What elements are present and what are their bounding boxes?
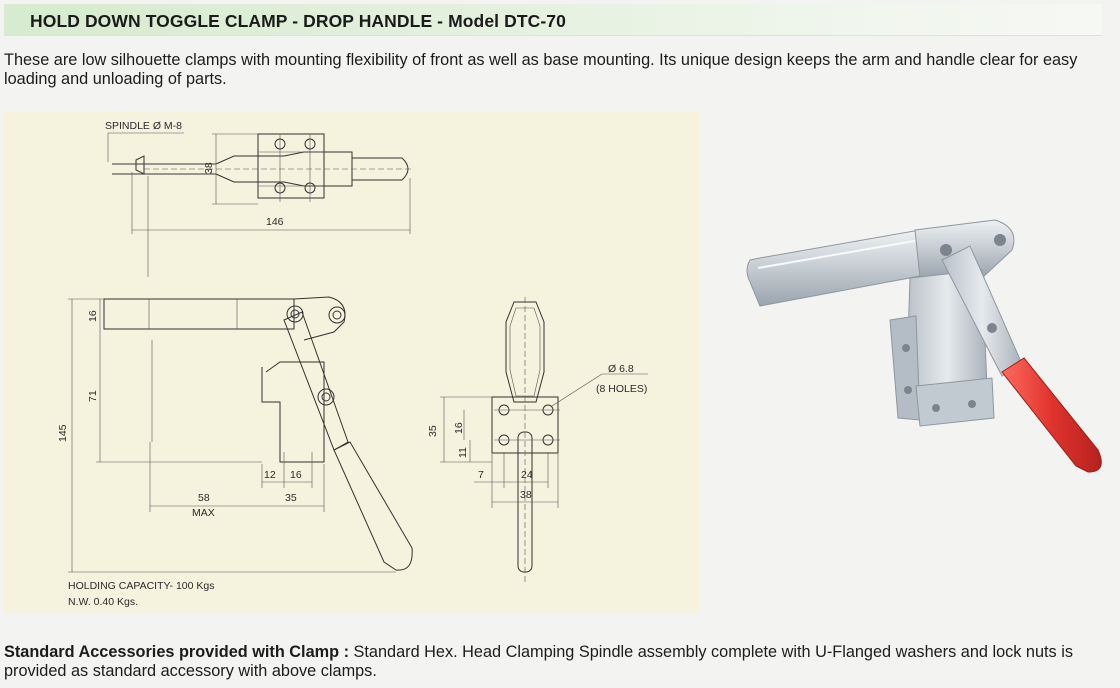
- drawing-svg: SPINDLE Ø M-8: [57, 120, 648, 608]
- pivot-bolt: [940, 244, 952, 256]
- red-handle-grip: [1001, 357, 1102, 473]
- clamp-photo-svg: [746, 219, 1102, 473]
- holding-capacity: HOLDING CAPACITY- 100 Kgs: [68, 580, 214, 592]
- dim-35-base: 35: [285, 492, 297, 504]
- accessories-label: Standard Accessories provided with Clamp…: [4, 643, 350, 661]
- dim-71: 71: [87, 390, 99, 402]
- dim-38-end: 38: [520, 489, 532, 501]
- dim-16-base: 16: [290, 469, 302, 481]
- dim-146: 146: [266, 216, 284, 228]
- page-title: HOLD DOWN TOGGLE CLAMP - DROP HANDLE - M…: [30, 11, 566, 31]
- dim-16-side: 16: [87, 310, 99, 322]
- dim-7: 7: [478, 469, 484, 481]
- dim-35-end: 35: [427, 425, 439, 437]
- intro-paragraph: These are low silhouette clamps with mou…: [4, 51, 1078, 88]
- technical-drawing: SPINDLE Ø M-8: [4, 112, 699, 614]
- product-photo: [720, 120, 1120, 620]
- holes-count: (8 HOLES): [596, 383, 647, 395]
- dim-24: 24: [521, 469, 533, 481]
- end-view: Ø 6.8 (8 HOLES) 35 16 11 7 24: [427, 297, 648, 582]
- dim-11: 11: [457, 447, 469, 458]
- side-view: 16 71 145 12 16 58 MAX 35: [57, 296, 413, 608]
- dim-38-top: 38: [203, 162, 215, 174]
- net-weight: N.W. 0.40 Kgs.: [68, 596, 138, 608]
- dim-58: 58: [198, 492, 210, 504]
- hole-diameter: Ø 6.8: [608, 363, 634, 375]
- accessories-paragraph: Standard Accessories provided with Clamp…: [4, 643, 1108, 681]
- mounting-base: [915, 377, 995, 427]
- pivot-bolt: [994, 234, 1006, 246]
- dim-16-end: 16: [453, 422, 465, 434]
- dim-12: 12: [264, 469, 276, 481]
- accessories-text: Standard Hex. Head Clamping Spindle asse…: [4, 643, 1073, 680]
- dim-145: 145: [57, 424, 69, 442]
- dim-max: MAX: [192, 507, 215, 519]
- top-view: SPINDLE Ø M-8: [105, 120, 414, 277]
- title-bar: HOLD DOWN TOGGLE CLAMP - DROP HANDLE - M…: [4, 4, 1102, 36]
- spindle-label: SPINDLE Ø M-8: [105, 120, 182, 132]
